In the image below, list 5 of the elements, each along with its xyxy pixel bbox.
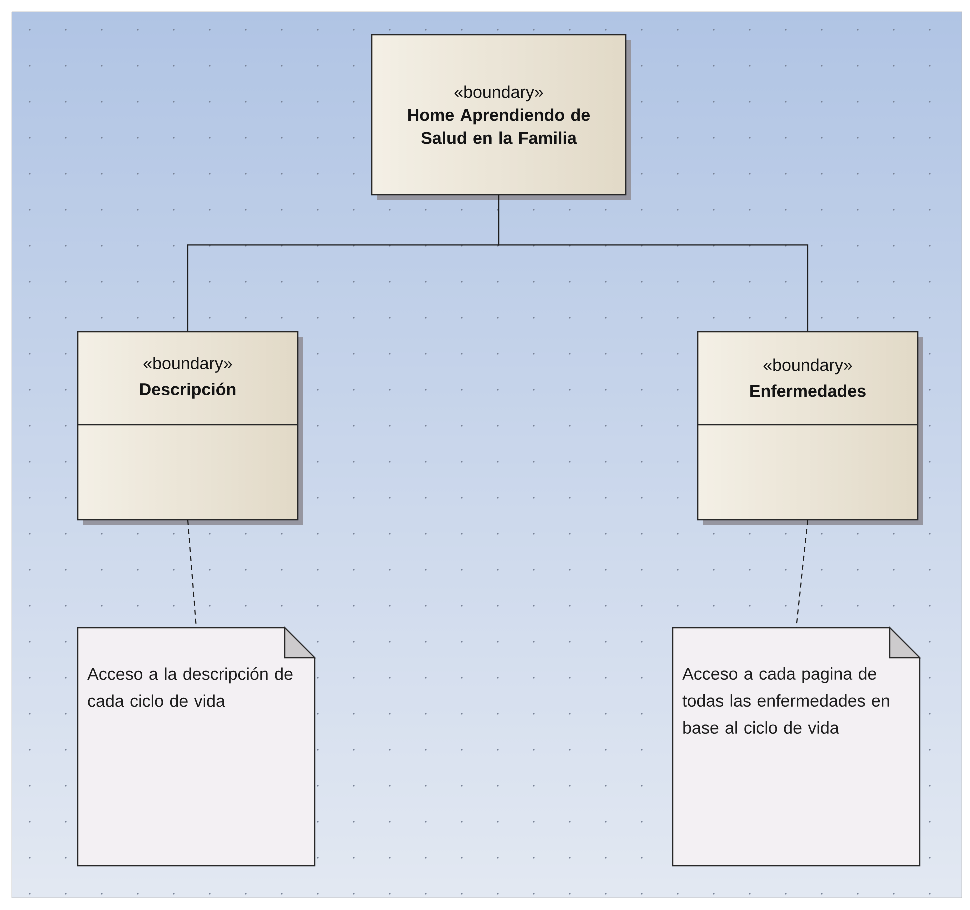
class-box: «boundary» Home Aprendiendo de Salud en la Familia bbox=[371, 34, 631, 200]
class-box: «boundary» Enfermedades bbox=[697, 331, 923, 525]
class-box: «boundary» Descripción bbox=[77, 331, 303, 525]
connector-line bbox=[796, 520, 809, 628]
connector-line bbox=[498, 195, 809, 332]
